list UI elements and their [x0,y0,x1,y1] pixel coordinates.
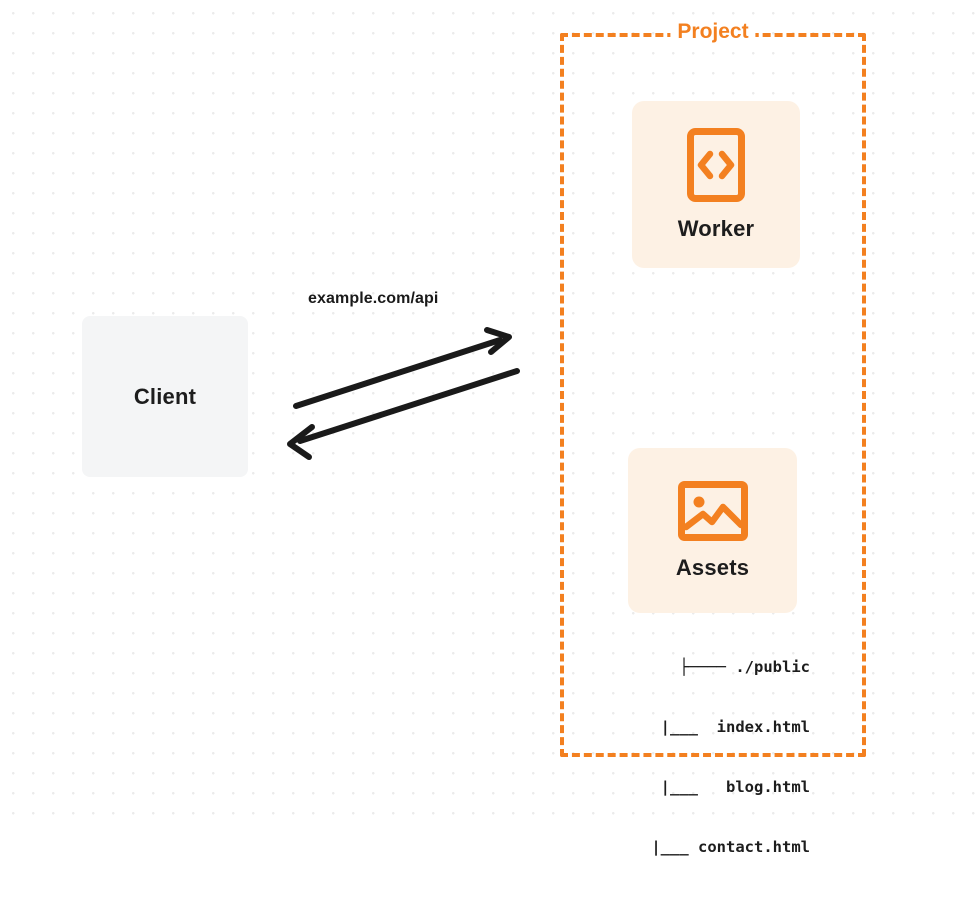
file-tree-row: |___ contact.html [623,838,810,856]
worker-card[interactable]: Worker [632,101,800,268]
file-tree-row: |___ index.html [632,718,810,736]
diagram-canvas: Client example.com/api Project Worker [0,0,980,856]
file-tree-row: |___ blog.html [632,778,810,796]
image-icon [677,480,748,541]
asset-file-tree: ├──── ./public |___ index.html |___ blog… [600,617,810,897]
project-container: Project [560,20,866,757]
worker-card-label: Worker [677,215,755,241]
request-arrow [293,327,512,409]
edge-label-request: example.com/api [308,290,439,307]
client-node[interactable]: Client [82,316,248,477]
assets-card[interactable]: Assets [628,448,797,613]
assets-card-label: Assets [675,554,750,580]
file-tree-row: ├──── ./public [679,658,810,676]
client-node-label: Client [133,383,197,409]
code-brackets-icon [687,127,745,202]
project-title: Project [670,20,756,44]
response-arrow [287,368,520,460]
